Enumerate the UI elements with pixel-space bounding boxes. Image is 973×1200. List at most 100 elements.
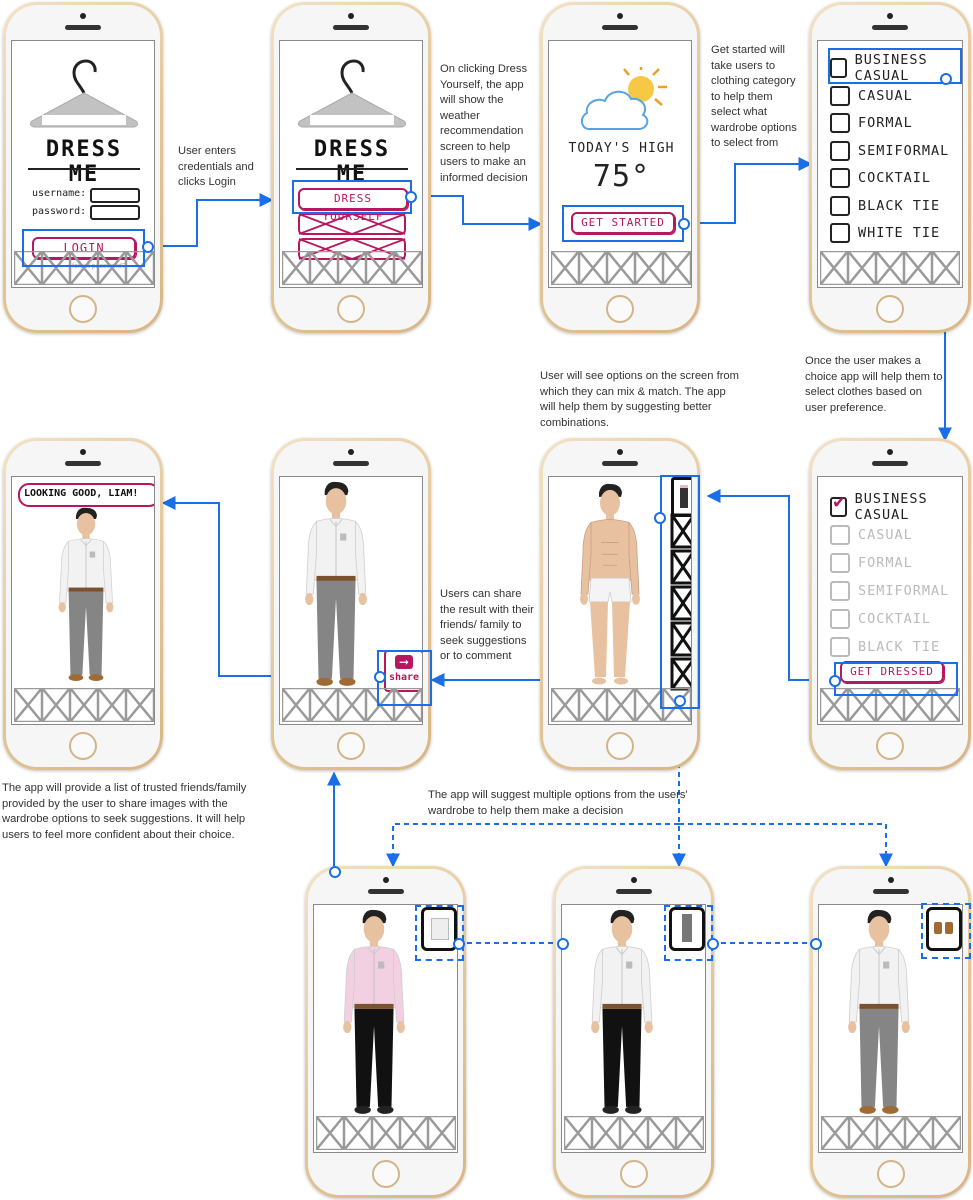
phone-option-black-pants [553, 866, 714, 1198]
weather-title: TODAY'S HIGH [568, 141, 675, 156]
connector-dot [142, 241, 154, 253]
share-button[interactable]: ➞ share [384, 650, 422, 692]
connector-dress-to-weather [411, 195, 543, 231]
home-button [337, 732, 365, 760]
get-started-button[interactable]: GET STARTED [571, 212, 675, 234]
checkbox[interactable] [830, 168, 850, 188]
checkbox[interactable] [830, 223, 850, 243]
speaker [333, 461, 369, 466]
connector-getstarted-to-categories [684, 157, 813, 224]
highlight-business-casual [828, 48, 962, 84]
category-option[interactable]: FORMAL [830, 552, 913, 574]
connector-dot [940, 73, 952, 85]
category-option[interactable]: BUSINESS CASUAL [830, 52, 962, 84]
pants-icon [682, 914, 692, 942]
camera [887, 877, 894, 883]
connector-dot [829, 675, 841, 687]
weather-screen: TODAY'S HIGH 75° GET STARTED [548, 40, 692, 288]
nav-placeholder-bar [282, 251, 422, 285]
category-option[interactable]: SEMIFORMAL [830, 580, 949, 602]
nav-placeholder-bar [14, 251, 154, 285]
highlight-thumb-shoes [921, 903, 971, 959]
home-button [606, 732, 634, 760]
speaker [367, 889, 404, 894]
checkbox[interactable]: ✔ [830, 493, 847, 517]
category-option[interactable]: CASUAL [830, 524, 913, 546]
camera [80, 13, 86, 19]
username-field[interactable] [90, 188, 140, 203]
nav-placeholder-bar [14, 688, 154, 722]
person-illustration [58, 507, 114, 681]
shoes-icon [945, 922, 953, 934]
phone-share: ➞ share [271, 438, 431, 770]
phone-mixmatch [540, 438, 700, 770]
category-label: BLACK TIE [858, 639, 941, 655]
connector-login-to-home [147, 193, 274, 247]
speaker [872, 25, 908, 30]
speaker [333, 25, 369, 30]
connector-suggest-right [679, 823, 893, 868]
category-label: SEMIFORMAL [858, 583, 950, 599]
category-label: CASUAL [858, 87, 913, 104]
checkbox[interactable] [830, 140, 850, 161]
category-label: COCKTAIL [858, 170, 932, 186]
feedback-screen: LOOKING GOOD, LIAM! [11, 476, 155, 725]
person-illustration [305, 481, 367, 686]
category-option[interactable]: COCKTAIL [830, 608, 931, 630]
home-screen: DRESS ME DRESS YOURSELF [279, 40, 423, 288]
home-button [371, 1160, 400, 1188]
speaker [602, 25, 638, 30]
wardrobe-thumbnail-pants[interactable] [669, 907, 705, 951]
category-option[interactable]: WHITE TIE [830, 222, 940, 244]
speech-bubble [18, 483, 154, 507]
wardrobe-thumbnail-shoes[interactable] [926, 907, 962, 951]
connector-dot [810, 938, 822, 950]
checkbox[interactable] [830, 85, 850, 106]
category-option[interactable]: FORMAL [830, 112, 913, 134]
checkbox[interactable] [830, 113, 850, 133]
checkbox[interactable] [830, 195, 850, 216]
highlight-get-started [562, 205, 684, 242]
wardrobe-option-strip[interactable] [670, 513, 692, 691]
phone-login: DRESS ME username: password: LOGIN forgo… [3, 2, 163, 333]
checkbox[interactable] [830, 581, 850, 601]
category-option[interactable]: BLACK TIE [830, 636, 940, 658]
checkbox[interactable] [830, 525, 850, 545]
category-option[interactable]: SEMIFORMAL [830, 140, 949, 162]
category-option[interactable]: ✔BUSINESS CASUAL [830, 491, 962, 523]
checkbox[interactable] [830, 609, 850, 629]
shoes-icon [934, 922, 942, 934]
nav-placeholder-bar [564, 1116, 704, 1150]
caption-get-started: Get started will take users to clothing … [711, 44, 797, 149]
wardrobe-thumbnail-shirt[interactable] [421, 907, 457, 951]
category-option[interactable]: COCKTAIL [830, 167, 931, 189]
connector-dot [678, 218, 690, 230]
home-button [876, 295, 904, 323]
connector-dot [707, 938, 719, 950]
category-option[interactable]: BLACK TIE [830, 195, 940, 217]
phone-categories: BUSINESS CASUAL CASUAL FORMAL SEMIFORMAL COC… [809, 2, 971, 333]
weather-icon [581, 67, 667, 130]
arrow-right-icon: ➞ [395, 655, 413, 669]
connector-dot [654, 512, 666, 524]
checkmark-icon: ✔ [832, 493, 847, 512]
camera [887, 449, 893, 455]
checkbox[interactable] [830, 553, 850, 573]
category-label: COCKTAIL [858, 611, 932, 627]
category-option[interactable]: CASUAL [830, 85, 913, 107]
dressed-man-figure [54, 507, 118, 687]
home-button [69, 732, 97, 760]
phone-home: DRESS ME DRESS YOURSELF [271, 2, 431, 333]
home-button [619, 1160, 648, 1188]
caption-suggest: The app will suggest multiple options fr… [428, 789, 688, 817]
checkbox[interactable] [830, 58, 847, 78]
option-screen-2 [561, 904, 706, 1153]
camera [617, 449, 623, 455]
man-black-pants-figure [586, 909, 658, 1121]
logo-text: DRESS ME [313, 137, 391, 187]
checkbox[interactable] [830, 637, 850, 657]
password-field[interactable] [90, 205, 140, 220]
speaker [872, 889, 909, 894]
phone-feedback: LOOKING GOOD, LIAM! [3, 438, 163, 770]
